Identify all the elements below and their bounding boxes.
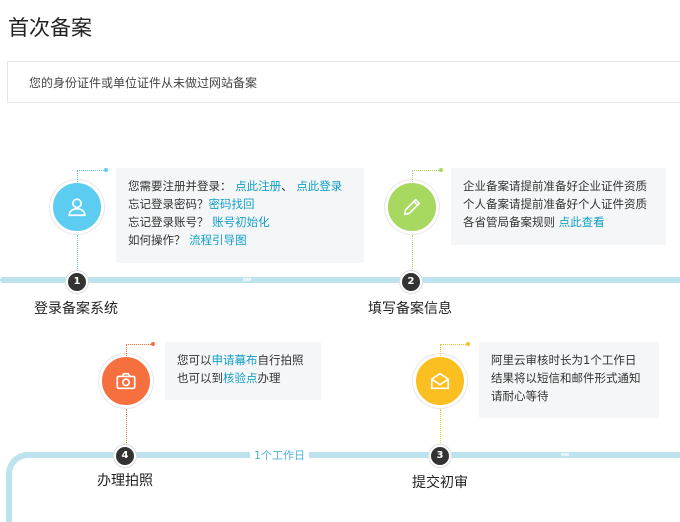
step3-line1: 阿里云审核时长为1个工作日 [491,353,637,367]
flow-guide-link[interactable]: 流程引导图 [189,233,247,247]
arrow-chevrons-left-icon: ‹‹‹‹‹ [560,450,570,460]
step3-info-box: 阿里云审核时长为1个工作日 结果将以短信和邮件形式通知 请耐心等待 [479,342,659,418]
step3-connector-h [440,344,468,345]
step1-icon-circle [50,180,104,234]
step4-label: 办理拍照 [97,473,153,489]
step4-info-box: 您可以申请幕布自行拍照 也可以到核验点办理 [165,342,321,400]
step2-connector [412,170,413,182]
envelope-icon [430,372,450,390]
verification-point-link[interactable]: 核验点 [223,371,258,385]
user-icon [68,198,86,217]
step3-connector-down [440,409,441,447]
step1-connector-h [77,170,106,171]
account-reset-link[interactable]: 账号初始化 [212,215,270,229]
province-rules-link[interactable]: 点此查看 [558,215,605,229]
step2-node: 2 [400,271,422,293]
step1-line1: 您需要注册并登录： 点此注册、 点此登录 [128,179,343,193]
step1-connector-down [77,235,78,273]
step3-node: 3 [429,445,451,467]
step4-icon-circle [99,354,153,408]
step3-line2: 结果将以短信和邮件形式通知 [491,371,641,385]
step3-connector-dot [466,342,470,346]
apply-curtain-link[interactable]: 申请幕布 [211,353,258,367]
progress-track-row1 [0,277,680,283]
step2-line1: 企业备案请提前准备好企业证件资质 [463,179,647,193]
step1-info-box: 您需要注册并登录： 点此注册、 点此登录 忘记登录密码？密码找回 忘记登录账号？… [116,168,364,263]
camera-icon [116,372,136,390]
step3-connector [440,344,441,356]
step4-connector-down [126,409,127,447]
step2-line3: 各省管局备案规则 点此查看 [463,215,605,229]
page-title: 首次备案 [8,16,92,40]
notice-bar: 您的身份证件或单位证件从未做过网站备案 [7,61,680,103]
password-recovery-link[interactable]: 密码找回 [208,197,255,211]
login-link[interactable]: 点此登录 [296,179,343,193]
step4-connector [126,344,127,356]
step2-line2: 个人备案请提前准备好个人证件资质 [463,197,647,211]
step2-label: 填写备案信息 [368,301,452,317]
duration-label: 1个工作日 [250,447,309,463]
step2-connector-dot [439,168,443,172]
step4-line2: 也可以到核验点办理 [177,371,281,385]
step4-node: 4 [114,445,136,467]
step4-line1: 您可以申请幕布自行拍照 [177,353,304,367]
arrow-chevrons-icon: ››››› [242,275,252,285]
step1-line2: 忘记登录密码？密码找回 [128,197,255,211]
step1-connector [77,170,78,182]
step1-line3: 忘记登录账号？ 账号初始化 [128,215,270,229]
step1-node: 1 [66,271,88,293]
step3-line3: 请耐心等待 [491,389,549,403]
progress-track-row2-curve [6,452,36,522]
step1-connector-dot [104,168,108,172]
step2-info-box: 企业备案请提前准备好企业证件资质 个人备案请提前准备好个人证件资质 各省管局备案… [451,168,666,245]
step1-label: 登录备案系统 [34,301,118,317]
pencil-icon [403,198,421,216]
step3-icon-circle [413,354,467,408]
step3-label: 提交初审 [412,475,468,491]
step4-connector-dot [151,342,155,346]
register-link[interactable]: 点此注册 [235,179,282,193]
step4-connector-h [126,344,153,345]
step2-connector-h [412,170,441,171]
step1-line4: 如何操作？ 流程引导图 [128,233,247,247]
progress-track-row2 [30,452,680,458]
step2-connector-down [412,235,413,273]
step2-icon-circle [385,180,439,234]
